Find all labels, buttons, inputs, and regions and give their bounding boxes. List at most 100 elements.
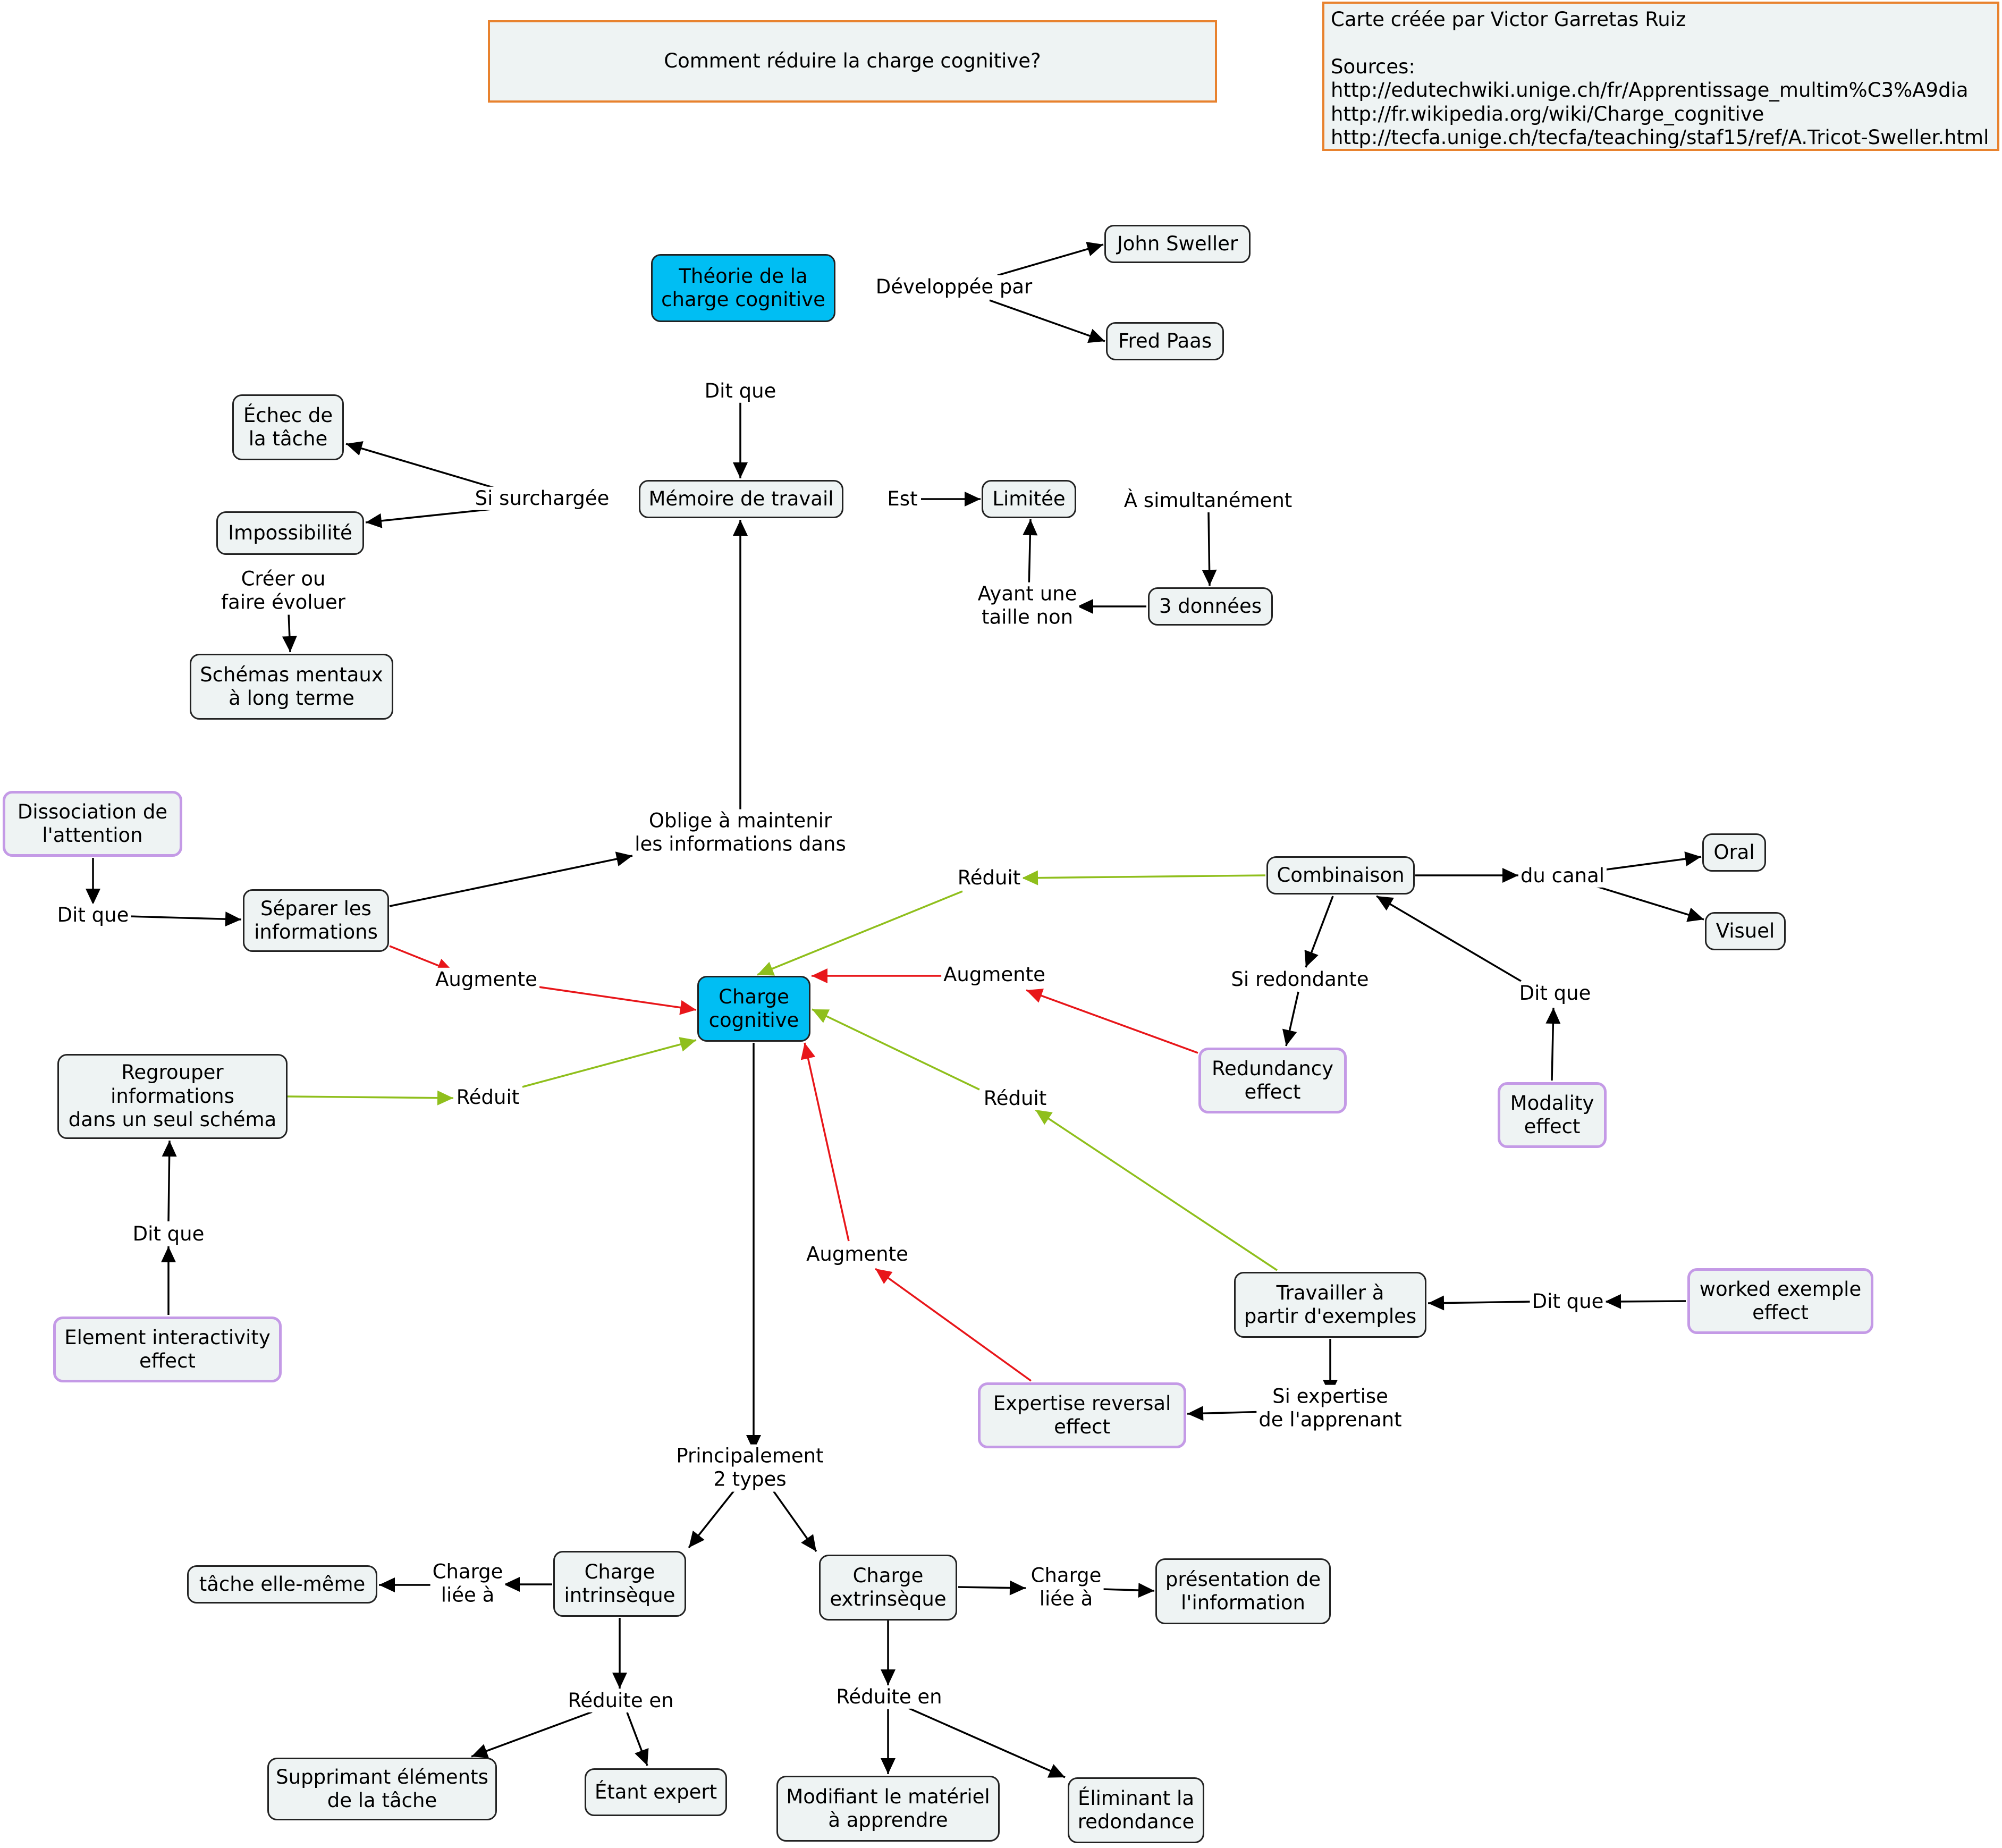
- concept-node-expertise[interactable]: Expertise reversal effect: [978, 1382, 1186, 1448]
- link-label-reduit2: Réduit: [955, 866, 1023, 890]
- arrowhead: [161, 1246, 176, 1262]
- credits-author: Carte créée par Victor Garretas Ruiz: [1331, 8, 1686, 31]
- arrowhead: [746, 1435, 761, 1451]
- link-label-augmente2: Augmente: [941, 963, 1048, 987]
- connector-line: [365, 508, 497, 524]
- link-label-augmente1: Augmente: [433, 967, 539, 992]
- concept-node-oral[interactable]: Oral: [1702, 833, 1766, 872]
- arrowhead: [965, 492, 981, 507]
- source-link-2[interactable]: http://fr.wikipedia.org/wiki/Charge_cogn…: [1331, 102, 1764, 125]
- concept-node-etant[interactable]: Étant expert: [585, 1768, 727, 1816]
- concept-node-limitee[interactable]: Limitée: [982, 480, 1076, 518]
- arrowhead: [1428, 1295, 1445, 1311]
- link-label-ditque1: Dit que: [702, 379, 779, 403]
- arrowhead: [1086, 241, 1103, 256]
- concept-node-visuel[interactable]: Visuel: [1705, 912, 1786, 950]
- arrowhead: [471, 1744, 489, 1758]
- arrowhead: [1684, 851, 1701, 866]
- concept-node-supprimant[interactable]: Supprimant éléments de la tâche: [267, 1758, 497, 1820]
- connector-line: [389, 855, 633, 907]
- link-label-reduite2: Réduite en: [834, 1685, 944, 1709]
- concept-node-modality[interactable]: Modality effect: [1498, 1082, 1607, 1148]
- concept-node-tache[interactable]: tâche elle-même: [187, 1565, 377, 1604]
- concept-node-paas[interactable]: Fred Paas: [1106, 322, 1224, 360]
- connector-line: [874, 1268, 1032, 1382]
- link-label-developpee: Développée par: [873, 275, 1035, 299]
- link-label-principalement: Principalement 2 types: [674, 1444, 826, 1492]
- connector-line: [531, 985, 697, 1011]
- link-label-ditque4: Dit que: [1517, 981, 1593, 1006]
- link-label-augmente3: Augmente: [804, 1242, 910, 1267]
- concept-node-trois[interactable]: 3 données: [1148, 587, 1273, 626]
- concept-node-modifiant[interactable]: Modifiant le matériel à apprendre: [776, 1776, 1000, 1842]
- connector-line: [287, 1095, 454, 1099]
- map-title: Comment réduire la charge cognitive?: [488, 20, 1217, 103]
- arrowhead: [1545, 1008, 1561, 1024]
- source-link-3[interactable]: http://tecfa.unige.ch/tecfa/teaching/sta…: [1331, 125, 1989, 149]
- connector-line: [345, 443, 497, 490]
- concept-node-memoire[interactable]: Mémoire de travail: [639, 480, 843, 518]
- connector-line: [804, 1042, 850, 1242]
- concept-node-worked[interactable]: worked exemple effect: [1687, 1268, 1873, 1334]
- link-label-surchargee: Si surchargée: [472, 486, 612, 511]
- connector-line: [1035, 1109, 1278, 1271]
- source-link-1[interactable]: http://edutechwiki.unige.ch/fr/Apprentis…: [1331, 79, 1969, 102]
- arrowhead: [812, 1009, 830, 1023]
- concept-node-travailler[interactable]: Travailler à partir d'exemples: [1234, 1272, 1426, 1338]
- link-label-ditque5: Dit que: [1530, 1289, 1606, 1314]
- arrowhead: [733, 520, 748, 536]
- link-label-reduit3: Réduit: [981, 1086, 1049, 1111]
- arrowhead: [1502, 868, 1518, 883]
- arrowhead: [1077, 599, 1093, 614]
- concept-node-separer[interactable]: Séparer les informations: [243, 889, 389, 952]
- link-label-ditque2: Dit que: [55, 903, 131, 927]
- connector-line: [127, 915, 242, 921]
- concept-node-eliminant[interactable]: Éliminant la redondance: [1068, 1777, 1204, 1843]
- arrowhead: [1047, 1764, 1065, 1778]
- arrowhead: [1202, 569, 1217, 586]
- arrowhead: [881, 1669, 896, 1685]
- concept-node-dissociation[interactable]: Dissociation de l'attention: [3, 791, 182, 857]
- connector-line: [1427, 1301, 1533, 1304]
- arrowhead: [1138, 1583, 1154, 1598]
- concept-node-echec[interactable]: Échec de la tâche: [232, 394, 344, 460]
- concept-node-presentation[interactable]: présentation de l'information: [1155, 1558, 1331, 1624]
- link-label-liee2: Charge liée à: [1028, 1564, 1104, 1611]
- credits-box: Carte créée par Victor Garretas Ruiz Sou…: [1322, 2, 1999, 151]
- connector-line: [1593, 884, 1704, 921]
- arrowhead: [1304, 949, 1319, 967]
- arrowhead: [366, 513, 383, 528]
- concept-node-combinaison[interactable]: Combinaison: [1266, 856, 1415, 895]
- arrowhead: [86, 889, 100, 905]
- arrowhead: [881, 1758, 896, 1774]
- arrowhead: [875, 1269, 893, 1284]
- concept-node-regrouper[interactable]: Regrouper informations dans un seul sché…: [57, 1054, 288, 1139]
- arrowhead: [757, 961, 775, 976]
- concept-node-element[interactable]: Element interactivity effect: [53, 1317, 282, 1382]
- arrowhead: [1087, 328, 1105, 343]
- concept-node-redundancy[interactable]: Redundancy effect: [1198, 1048, 1347, 1113]
- arrowhead: [1282, 1028, 1297, 1046]
- arrowhead: [1023, 519, 1038, 536]
- concept-node-extrinseque[interactable]: Charge extrinsèque: [819, 1555, 957, 1621]
- arrowhead: [689, 1530, 705, 1548]
- arrowhead: [612, 1673, 627, 1689]
- concept-node-impossibilite[interactable]: Impossibilité: [216, 511, 364, 555]
- link-label-ayant: Ayant une taille non: [975, 582, 1079, 630]
- concept-node-schemas[interactable]: Schémas mentaux à long terme: [190, 654, 393, 720]
- arrowhead: [615, 851, 632, 866]
- concept-node-theorie[interactable]: Théorie de la charge cognitive: [651, 254, 835, 322]
- link-label-est: Est: [885, 487, 920, 511]
- concept-node-sweller[interactable]: John Sweller: [1104, 225, 1251, 263]
- concept-node-intrinseque[interactable]: Charge intrinsèque: [553, 1551, 686, 1617]
- link-label-oblige: Oblige à maintenir les informations dans: [632, 809, 848, 857]
- arrowhead: [1187, 1406, 1204, 1421]
- connector-line: [812, 1008, 980, 1091]
- arrowhead: [679, 1000, 696, 1015]
- concept-node-charge[interactable]: Charge cognitive: [697, 976, 810, 1042]
- connector-line: [1602, 856, 1702, 871]
- link-label-ditque3: Dit que: [130, 1222, 207, 1246]
- link-label-creer: Créer ou faire évoluer: [219, 567, 348, 615]
- arrowhead: [812, 968, 827, 983]
